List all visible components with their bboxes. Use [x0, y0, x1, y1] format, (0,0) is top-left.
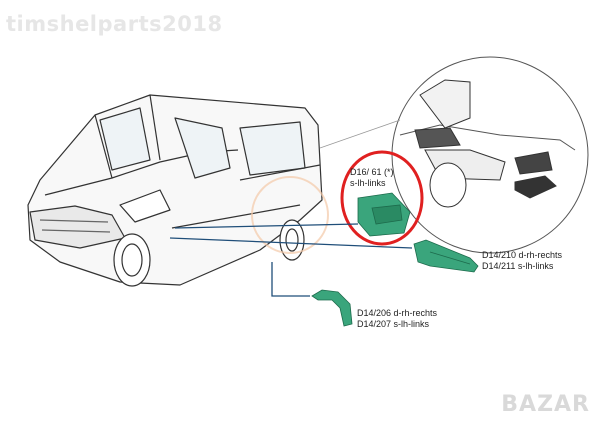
- shop-watermark: timshelparts2018: [6, 12, 223, 36]
- inset-connector: [319, 119, 401, 149]
- inset-view: [391, 56, 589, 254]
- label-d14-210: D14/210 d-rh-rechts D14/211 s-lh-links: [482, 250, 562, 272]
- part-d14-210: [413, 239, 479, 273]
- part-code: D16/ 61 (*): [350, 167, 394, 177]
- label-d14-206: D14/206 d-rh-rechts D14/207 s-lh-links: [357, 308, 437, 330]
- part-side: D14/211 s-lh-links: [482, 261, 554, 271]
- part-side: s-lh-links: [350, 178, 386, 188]
- part-code: D14/210 d-rh-rechts: [482, 250, 563, 260]
- leader-lines: [169, 223, 413, 297]
- part-side: D14/207 s-lh-links: [357, 319, 430, 329]
- label-d16-61: D16/ 61 (*) s-lh-links: [350, 167, 394, 189]
- part-d16-61: [357, 192, 411, 237]
- van-illustration: [27, 94, 323, 287]
- bazar-logo: BAZAR: [501, 392, 590, 417]
- part-d14-206: [311, 289, 353, 327]
- part-code: D14/206 d-rh-rechts: [357, 308, 438, 318]
- highlight-circle: [340, 150, 424, 246]
- center-watermark: [251, 176, 329, 254]
